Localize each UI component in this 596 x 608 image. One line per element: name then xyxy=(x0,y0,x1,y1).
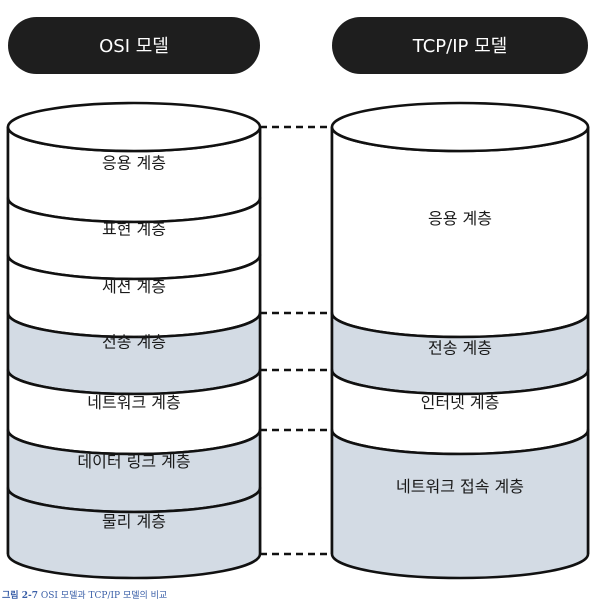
figure-number: 그림 2-7 xyxy=(2,591,38,601)
tcpip-layer-label-1: 응용 계층 xyxy=(428,209,492,228)
osi-top-cap xyxy=(6,101,262,153)
osi-layer-label-4: 전송 계층 xyxy=(102,333,166,352)
osi-layer-label-1: 응용 계층 xyxy=(102,154,166,173)
osi-layer-label-7: 물리 계층 xyxy=(102,512,166,531)
tcpip-top-cap xyxy=(330,101,590,153)
tcpip-layer-label-4: 네트워크 접속 계층 xyxy=(396,477,524,496)
tcpip-title-pill: TCP/IP 모델 xyxy=(332,17,588,74)
tcpip-layer-label-2: 전송 계층 xyxy=(428,339,492,358)
tcpip-layer-1 xyxy=(330,125,590,339)
tcpip-layer-label-3: 인터넷 계층 xyxy=(421,393,500,412)
layer-connectors xyxy=(260,125,332,556)
tcpip-title: TCP/IP 모델 xyxy=(412,36,507,57)
osi-title-pill: OSI 모델 xyxy=(8,17,260,74)
tcpip-layer-4 xyxy=(330,428,590,580)
osi-layer-label-5: 네트워크 계층 xyxy=(87,393,180,412)
osi-layer-7 xyxy=(6,486,262,580)
osi-layer-label-6: 데이터 링크 계층 xyxy=(77,452,190,471)
figure-caption: 그림 2-7 OSI 모델과 TCP/IP 모델의 비교 xyxy=(2,588,167,601)
osi-title: OSI 모델 xyxy=(99,36,169,57)
osi-layer-label-2: 표현 계층 xyxy=(102,220,166,239)
figure-caption-text: OSI 모델과 TCP/IP 모델의 비교 xyxy=(40,591,168,601)
osi-layer-label-3: 세션 계층 xyxy=(102,277,166,296)
